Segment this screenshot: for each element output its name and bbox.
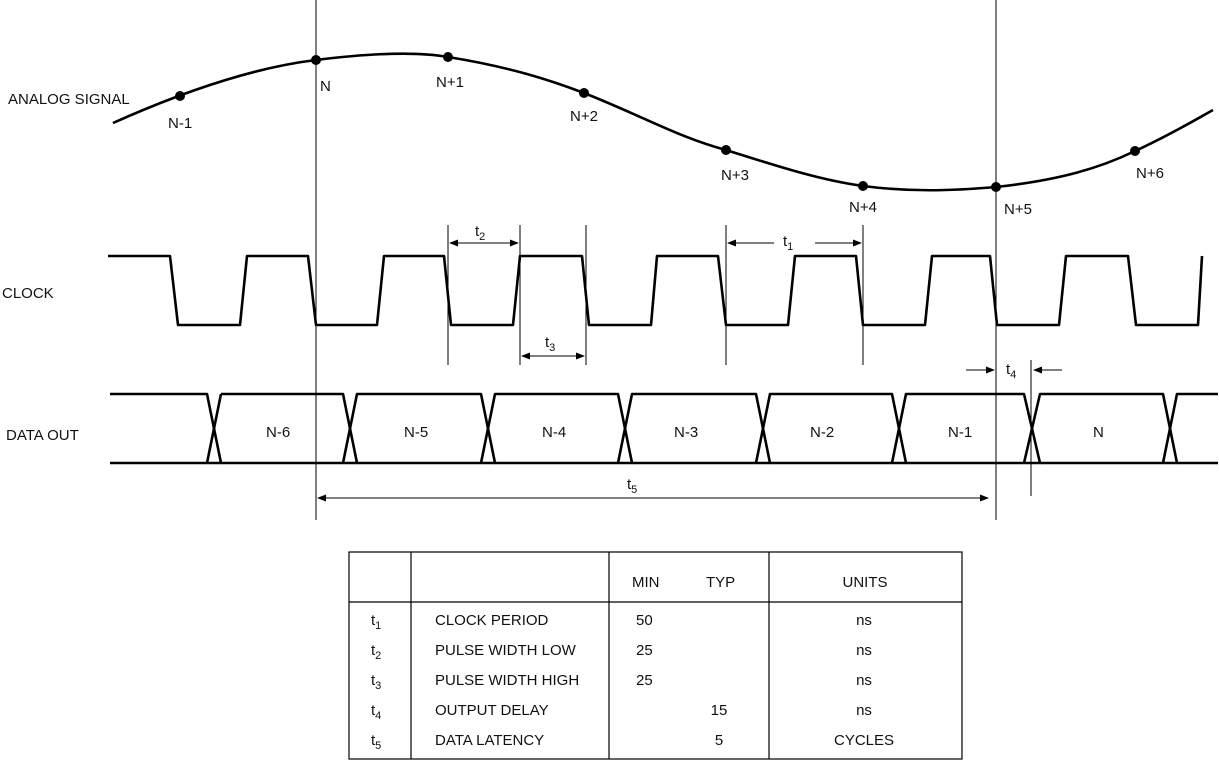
sample-point-dot	[311, 55, 321, 65]
sample-point-dot	[443, 52, 453, 62]
t2-label: t2	[475, 223, 485, 243]
sample-points: N-1 N N+1 N+2 N+3 N+4 N+5 N+6	[168, 52, 1164, 218]
analog-signal-waveform	[112, 52, 1214, 192]
sample-label: N+1	[436, 74, 464, 91]
bus-segment	[341, 392, 497, 465]
row-symbol: t5	[371, 732, 381, 752]
t4-marker: t4	[966, 360, 1062, 496]
row-min: 25	[636, 672, 653, 689]
row-parameter: CLOCK PERIOD	[435, 612, 549, 629]
sample-point-dot	[991, 182, 1001, 192]
t2-marker: t2	[449, 223, 519, 247]
header-units: UNITS	[843, 574, 888, 591]
row-parameter: PULSE WIDTH HIGH	[435, 672, 579, 689]
table-row: t4 OUTPUT DELAY 15 ns	[371, 702, 872, 722]
sample-point-dot	[858, 181, 868, 191]
sample-label: N+4	[849, 199, 877, 216]
t3-label: t3	[545, 334, 555, 354]
analog-signal-label: ANALOG SIGNAL	[8, 91, 130, 108]
row-parameter: PULSE WIDTH LOW	[435, 642, 577, 659]
row-symbol: t3	[371, 672, 381, 692]
row-symbol: t2	[371, 642, 381, 662]
t5-marker: t5	[317, 476, 989, 502]
table-row: t2 PULSE WIDTH LOW 25 ns	[371, 642, 872, 662]
t4-label: t4	[1006, 361, 1016, 381]
row-typ: 5	[715, 732, 723, 749]
row-typ: 15	[711, 702, 728, 719]
t1-marker: t1	[727, 233, 862, 253]
clock-label: CLOCK	[2, 285, 54, 302]
spec-table: MIN TYP UNITS t1 CLOCK PERIOD 50 ns t2 P…	[348, 551, 963, 760]
row-symbol: t1	[371, 612, 381, 632]
t1-label: t1	[783, 233, 793, 253]
data-word-label: N-4	[542, 424, 566, 441]
header-min: MIN	[632, 574, 660, 591]
t3-marker: t3	[521, 334, 585, 360]
data-word-label: N-1	[948, 424, 972, 441]
bus-segment	[754, 392, 908, 465]
bus-segment	[110, 392, 223, 465]
bus-segment	[479, 392, 634, 465]
table-row: t5 DATA LATENCY 5 CYCLES	[371, 732, 894, 752]
data-word-label: N-5	[404, 424, 428, 441]
row-min: 50	[636, 612, 653, 629]
data-out-bus: N-6 N-5 N-4 N-3 N-2 N-1 N	[110, 392, 1218, 465]
row-units: ns	[856, 672, 872, 689]
row-symbol: t4	[371, 702, 381, 722]
header-typ: TYP	[706, 574, 735, 591]
row-units: CYCLES	[834, 732, 894, 749]
sample-label: N+3	[721, 167, 749, 184]
sample-point-dot	[175, 91, 185, 101]
sample-label: N	[320, 78, 331, 95]
clock-waveform	[108, 254, 1204, 327]
row-units: ns	[856, 702, 872, 719]
table-row: t3 PULSE WIDTH HIGH 25 ns	[371, 672, 872, 692]
row-min: 25	[636, 642, 653, 659]
sample-label: N-1	[168, 115, 192, 132]
sample-point-dot	[579, 88, 589, 98]
table-row: t1 CLOCK PERIOD 50 ns	[371, 612, 872, 632]
t5-label: t5	[627, 476, 637, 496]
sample-point-dot	[1130, 146, 1140, 156]
bus-segment	[1161, 392, 1218, 465]
data-word-label: N	[1093, 424, 1104, 441]
row-parameter: OUTPUT DELAY	[435, 702, 549, 719]
data-out-label: DATA OUT	[6, 427, 79, 444]
sample-label: N+2	[570, 108, 598, 125]
bus-segment	[205, 393, 223, 464]
data-word-label: N-6	[266, 424, 290, 441]
sample-point-dot	[721, 145, 731, 155]
bus-segment	[890, 392, 1042, 465]
bus-segment	[616, 392, 772, 465]
row-units: ns	[856, 642, 872, 659]
data-word-label: N-3	[674, 424, 698, 441]
bus-segment	[1022, 392, 1179, 465]
sample-label: N+6	[1136, 165, 1164, 182]
data-word-label: N-2	[810, 424, 834, 441]
sample-label: N+5	[1004, 201, 1032, 218]
row-units: ns	[856, 612, 872, 629]
row-parameter: DATA LATENCY	[435, 732, 544, 749]
